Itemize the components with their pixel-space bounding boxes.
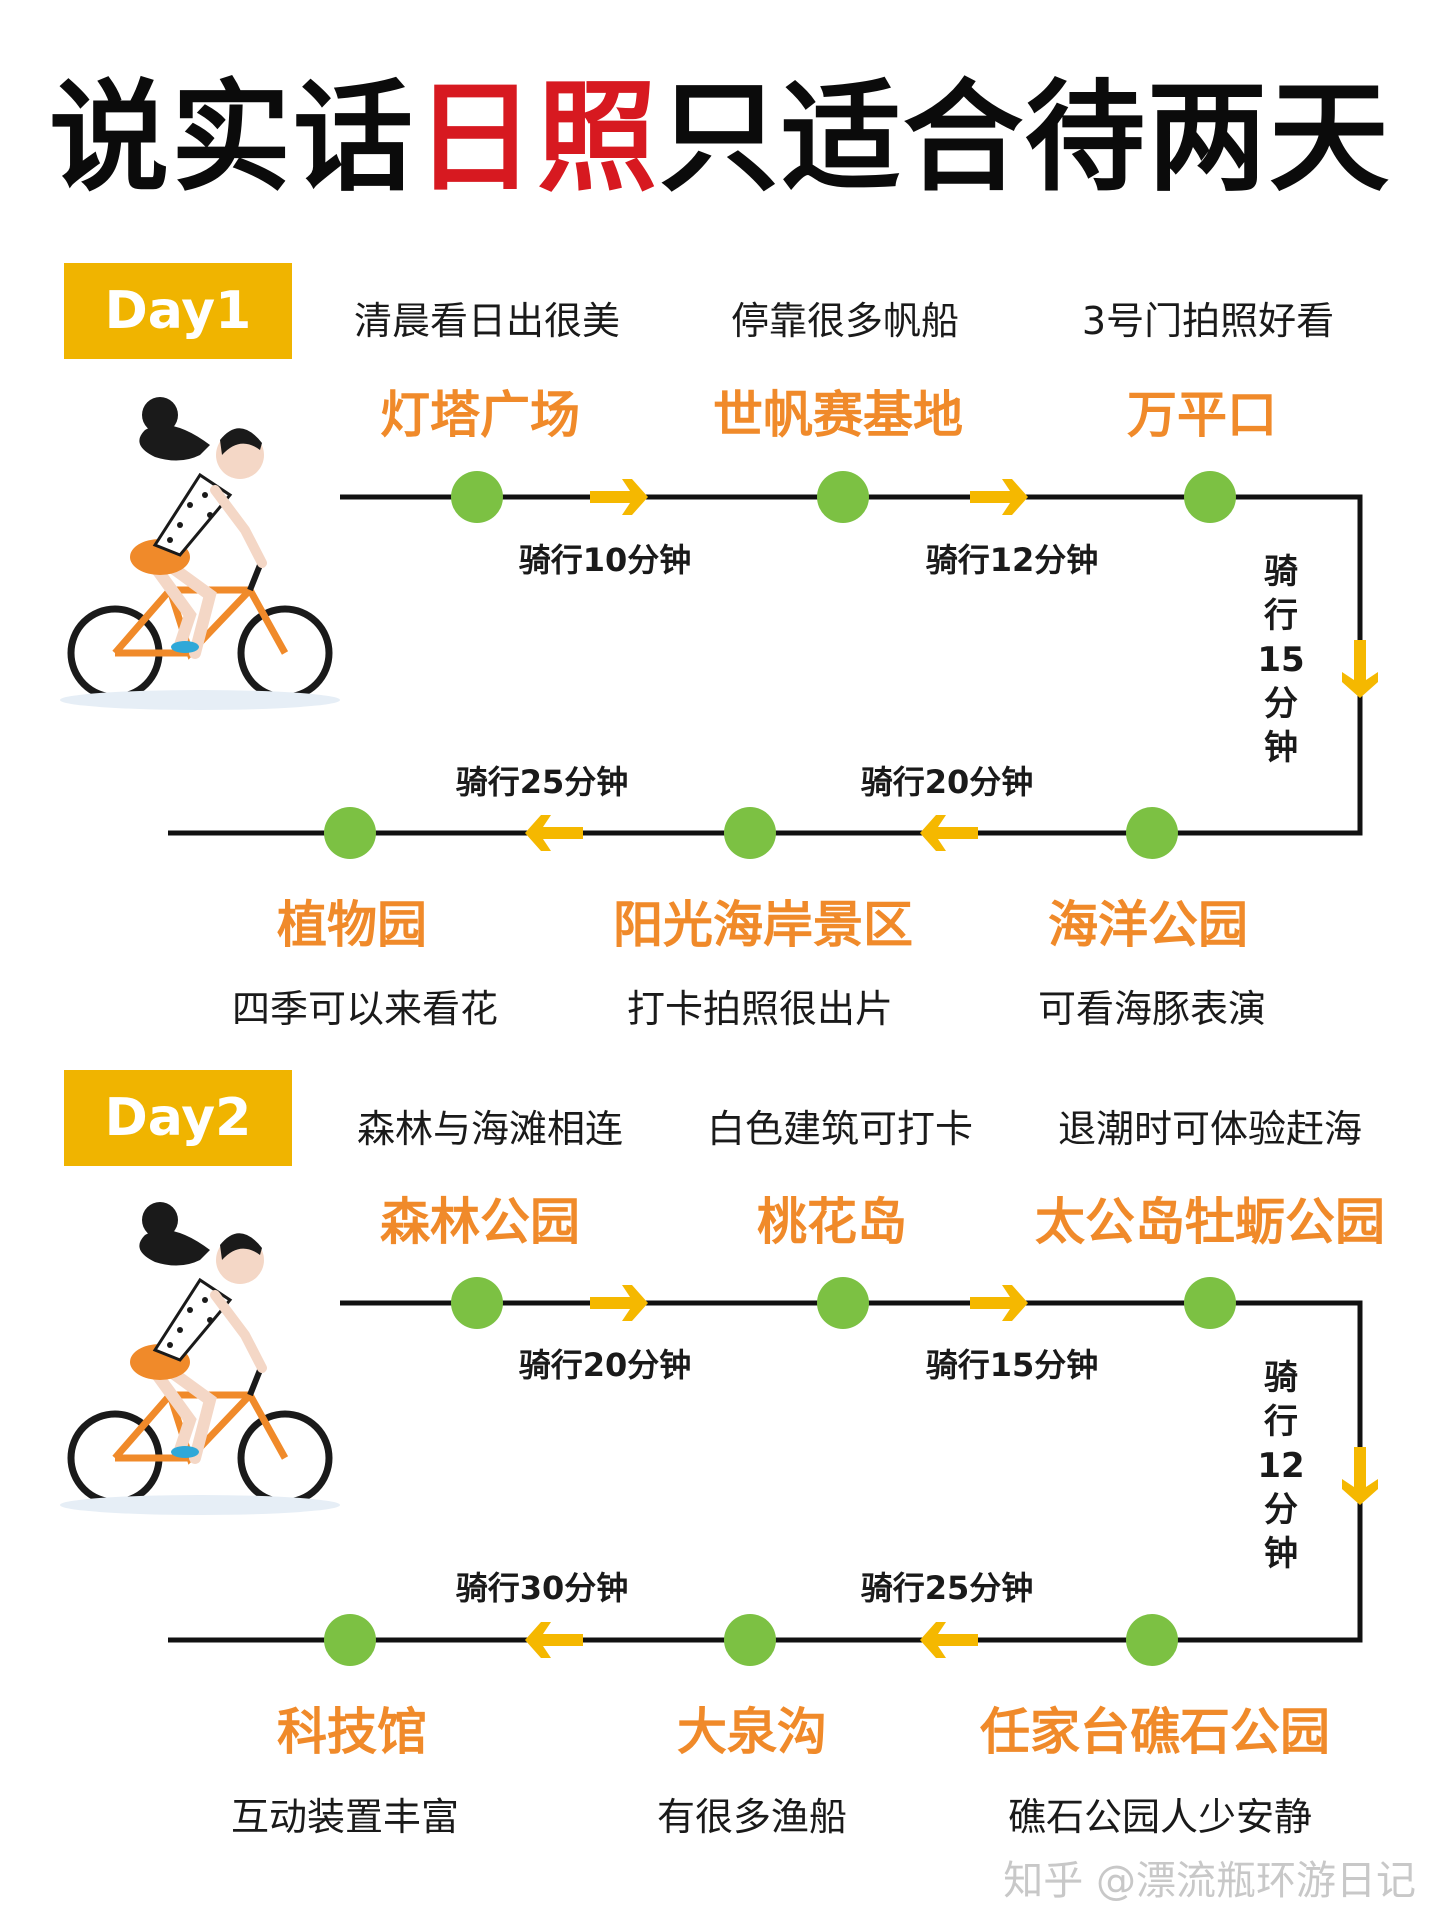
- day1-place-3: 万平口: [1127, 386, 1277, 444]
- day2-side-ride: 骑 行 12 分 钟: [1256, 1356, 1306, 1576]
- stop-dot-icon: [1184, 1277, 1236, 1329]
- day2-place-6: 科技馆: [277, 1703, 427, 1761]
- stop-dot-icon: [1184, 471, 1236, 523]
- day1-place-1: 灯塔广场: [380, 386, 580, 444]
- arrow-right-icon: [590, 1285, 648, 1321]
- day2-place-3: 太公岛牡蛎公园: [1035, 1193, 1385, 1251]
- day2-place-2: 桃花岛: [757, 1193, 907, 1251]
- day1-ride-2: 骑行12分钟: [925, 541, 1099, 579]
- day1-place-6: 植物园: [277, 896, 427, 954]
- side-ride-char: 骑: [1264, 1358, 1298, 1398]
- day2-tag: Day2: [64, 1070, 292, 1166]
- day1-place-5: 阳光海岸景区: [613, 896, 913, 954]
- day1-note-5: 打卡拍照很出片: [626, 987, 894, 1031]
- day2-route: [60, 1202, 1378, 1666]
- side-ride-char: 分: [1264, 684, 1298, 724]
- cyclist-illustration: [60, 1202, 340, 1515]
- day2-ride-4: 骑行30分钟: [455, 1569, 629, 1607]
- arrow-down-icon: [1342, 1447, 1378, 1505]
- title-highlight: 日照: [415, 69, 659, 208]
- day2-note-4: 礁石公园人少安静: [1007, 1795, 1313, 1839]
- title-post: 只适合待两天: [659, 69, 1391, 208]
- day2-note-3: 退潮时可体验赶海: [1057, 1107, 1363, 1151]
- day2-note-1: 森林与海滩相连: [356, 1107, 624, 1151]
- side-ride-char: 骑: [1264, 552, 1298, 592]
- stop-dot-icon: [324, 1614, 376, 1666]
- day1-ride-1: 骑行10分钟: [518, 541, 692, 579]
- stop-dot-icon: [1126, 807, 1178, 859]
- side-ride-char: 分: [1264, 1490, 1298, 1530]
- stop-dot-icon: [724, 1614, 776, 1666]
- day1-note-1: 清晨看日出很美: [353, 299, 621, 343]
- day2-note-5: 有很多渔船: [656, 1795, 848, 1839]
- day1-ride-4: 骑行25分钟: [455, 763, 629, 801]
- day2-ride-2: 骑行15分钟: [925, 1346, 1099, 1384]
- title-pre: 说实话: [49, 69, 415, 208]
- day1-note-4: 可看海豚表演: [1037, 987, 1267, 1031]
- day2-note-6: 互动装置丰富: [230, 1795, 460, 1839]
- page-title: 说实话日照只适合待两天: [0, 40, 1440, 214]
- arrow-right-icon: [590, 479, 648, 515]
- side-ride-char: 行: [1264, 596, 1298, 636]
- stop-dot-icon: [451, 471, 503, 523]
- arrow-left-icon: [920, 1622, 978, 1658]
- cyclist-illustration: [60, 397, 340, 710]
- day1-route: [60, 397, 1378, 859]
- day2-ride-1: 骑行20分钟: [518, 1346, 692, 1384]
- arrow-left-icon: [525, 815, 583, 851]
- side-ride-char: 钟: [1264, 1534, 1298, 1574]
- arrow-left-icon: [525, 1622, 583, 1658]
- day1-place-2: 世帆赛基地: [713, 386, 963, 444]
- side-ride-char: 钟: [1264, 728, 1298, 768]
- stop-dot-icon: [817, 1277, 869, 1329]
- stop-dot-icon: [324, 807, 376, 859]
- side-ride-char: 行: [1264, 1402, 1298, 1442]
- arrow-right-icon: [970, 1285, 1028, 1321]
- day1-note-2: 停靠很多帆船: [730, 299, 960, 343]
- day1-note-3: 3号门拍照好看: [1081, 299, 1335, 343]
- day2-place-5: 大泉沟: [677, 1703, 827, 1761]
- side-ride-char: 12: [1257, 1446, 1305, 1486]
- arrow-down-icon: [1342, 640, 1378, 698]
- day1-note-6: 四季可以来看花: [231, 987, 499, 1031]
- day2-place-1: 森林公园: [380, 1193, 580, 1251]
- stop-dot-icon: [724, 807, 776, 859]
- day2-place-4: 任家台礁石公园: [980, 1703, 1330, 1761]
- day2-ride-3: 骑行25分钟: [860, 1569, 1034, 1607]
- stop-dot-icon: [451, 1277, 503, 1329]
- day1-ride-3: 骑行20分钟: [860, 763, 1034, 801]
- day1-tag: Day1: [64, 263, 292, 359]
- day2-note-2: 白色建筑可打卡: [706, 1107, 974, 1151]
- arrow-right-icon: [970, 479, 1028, 515]
- side-ride-char: 15: [1257, 640, 1305, 680]
- stop-dot-icon: [817, 471, 869, 523]
- day1-place-4: 海洋公园: [1048, 896, 1248, 954]
- watermark: 知乎 @漂流瓶环游日记: [1003, 1858, 1416, 1904]
- day1-side-ride: 骑 行 15 分 钟: [1256, 550, 1306, 770]
- stop-dot-icon: [1126, 1614, 1178, 1666]
- arrow-left-icon: [920, 815, 978, 851]
